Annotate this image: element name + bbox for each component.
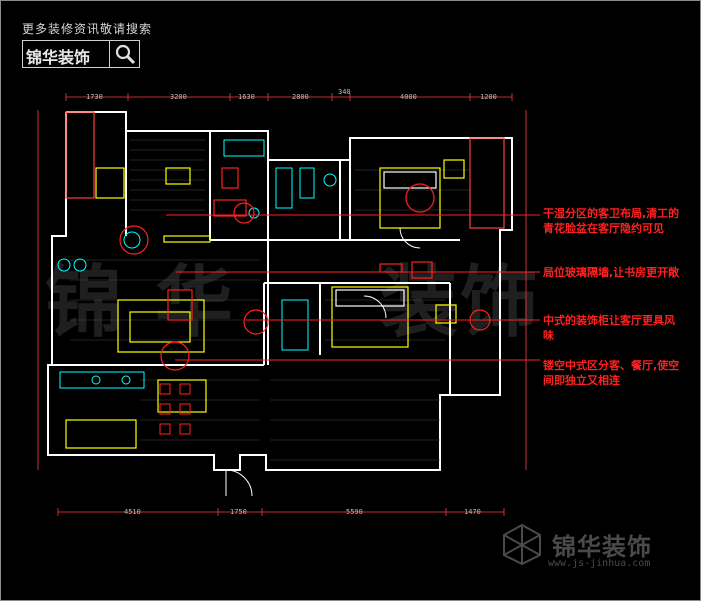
dining-chairs: [159, 383, 191, 435]
annotation-partition: 镂空中式区分客、餐厅,使空间即独立又相连: [543, 359, 680, 387]
magnifier-icon: [115, 44, 136, 65]
logo-cube-icon: [503, 523, 541, 566]
balconies: [65, 111, 505, 229]
search-box[interactable]: 锦华装饰: [22, 40, 140, 68]
walls: [47, 111, 513, 471]
fixtures: [57, 139, 337, 389]
dimension-label: 4510: [124, 508, 141, 516]
watermark-brand: 锦华装饰: [552, 533, 652, 561]
search-button[interactable]: [109, 41, 140, 67]
callout-lines: [166, 214, 540, 361]
dimension-label: 1200: [480, 93, 497, 101]
dimension-lines: [37, 93, 527, 516]
annotation-glass-wall: 局位玻璃隔墙,让书房更开敞: [543, 266, 680, 279]
large-watermark-char: 锦: [45, 257, 124, 348]
search-hint: 更多装修资讯敬请搜索: [22, 22, 153, 36]
watermark-url: www.js-jinhua.com: [548, 558, 651, 569]
dimension-label: 3200: [170, 93, 187, 101]
annotation-bathroom: 干湿分区的客卫布局,清工的青花脸盆在客厅隐约可见: [543, 207, 680, 235]
dimension-label: 1470: [464, 508, 481, 516]
dimension-label: 2800: [292, 93, 309, 101]
annotation-cabinet: 中式的装饰柜让客厅更具风味: [543, 314, 675, 342]
dimension-label: 1730: [86, 93, 103, 101]
dimension-label: 1750: [230, 508, 247, 516]
dimension-label: 1630: [238, 93, 255, 101]
dimension-label: 340: [338, 88, 351, 96]
furniture: [65, 159, 465, 449]
search-banner: 更多装修资讯敬请搜索 锦华装饰: [22, 20, 153, 68]
dimension-label: 5590: [346, 508, 363, 516]
doors: [225, 227, 421, 497]
search-text: 锦华装饰: [26, 48, 91, 67]
dimension-label: 4000: [400, 93, 417, 101]
